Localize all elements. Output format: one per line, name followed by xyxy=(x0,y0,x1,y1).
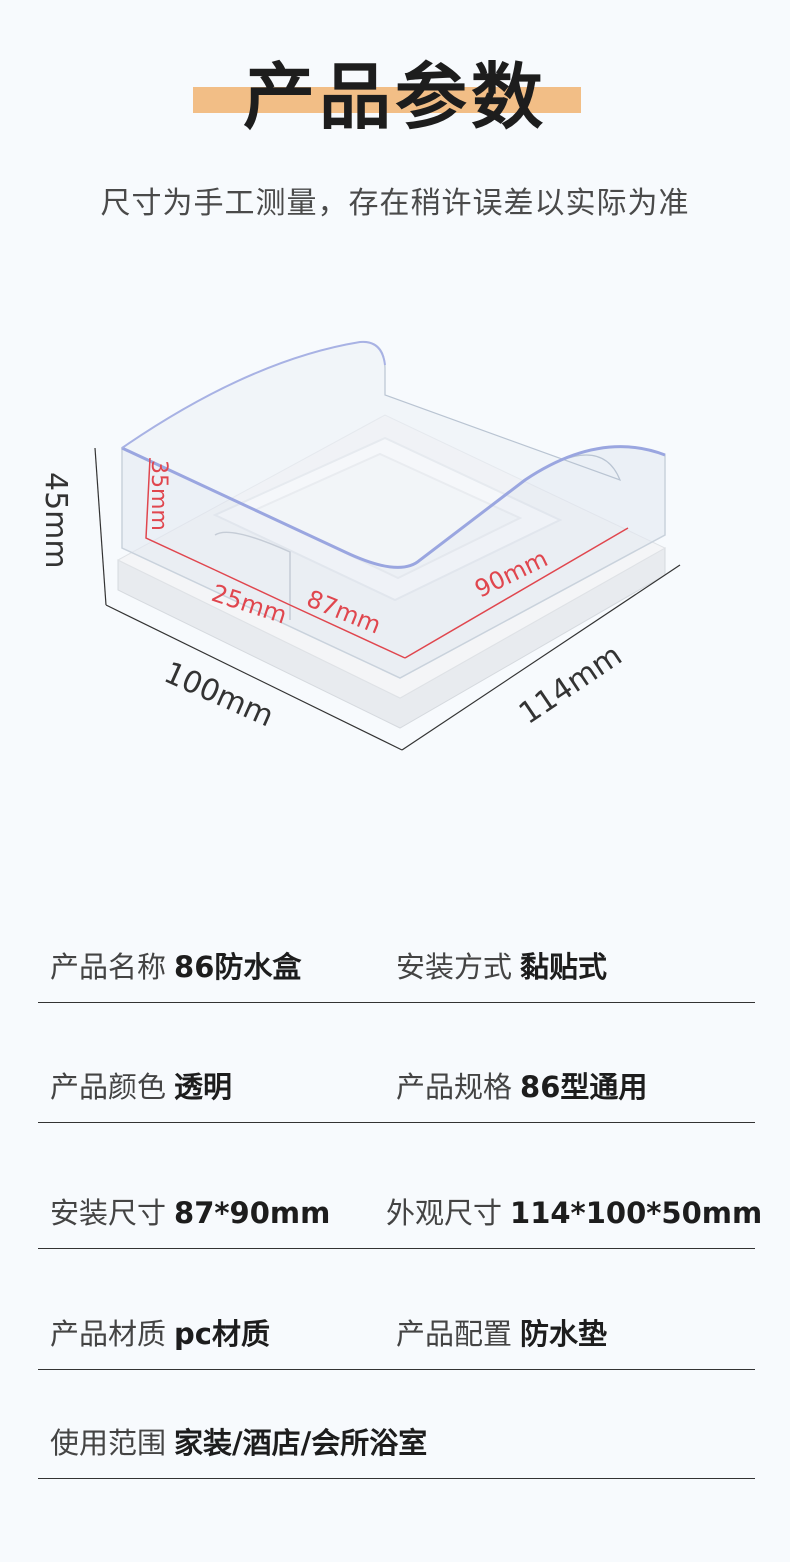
spec-key: 安装尺寸 xyxy=(50,1196,167,1230)
product-diagram: 45mm 100mm 114mm 35mm 25mm 87mm 90mm xyxy=(38,340,681,751)
spec-value: 114*100*50mm xyxy=(510,1196,763,1230)
cover-slot xyxy=(214,531,291,620)
width-label: 100mm xyxy=(159,655,279,734)
spec-value: 87*90mm xyxy=(174,1196,331,1230)
spec-key: 安装方式 xyxy=(396,950,513,984)
title-block: 产品参数 xyxy=(0,30,790,140)
spec-key: 产品材质 xyxy=(50,1317,167,1351)
page-title: 产品参数 xyxy=(242,55,547,139)
opening-dim-line xyxy=(214,569,291,606)
spec-value: 黏贴式 xyxy=(520,950,608,984)
spec-value: 防水垫 xyxy=(520,1317,608,1351)
spec-value: 透明 xyxy=(174,1070,233,1104)
spec-row: 使用范围家装/酒店/会所浴室 xyxy=(38,1398,755,1479)
cover-edge-highlight xyxy=(121,445,666,569)
width-dim-line xyxy=(105,604,403,751)
inner-height-dim xyxy=(145,457,216,571)
inner-height-label: 35mm xyxy=(146,460,171,531)
spec-key: 产品名称 xyxy=(50,950,167,984)
title-accent-bar xyxy=(193,87,581,113)
spec-key: 产品规格 xyxy=(396,1070,513,1104)
spec-value: 86型通用 xyxy=(520,1070,648,1104)
height-dim-line xyxy=(94,447,107,606)
spec-key: 产品颜色 xyxy=(50,1070,167,1104)
inner-width-dim-line xyxy=(289,604,406,659)
height-label: 45mm xyxy=(38,472,73,569)
page-subtitle: 尺寸为手工测量，存在稍许误差以实际为准 xyxy=(100,186,690,221)
spec-value: pc材质 xyxy=(174,1317,270,1351)
spec-value: 家装/酒店/会所浴室 xyxy=(174,1426,428,1460)
spec-key: 外观尺寸 xyxy=(386,1196,503,1230)
cover-top-edge xyxy=(121,340,386,449)
spec-key: 使用范围 xyxy=(50,1426,167,1460)
spec-key: 产品配置 xyxy=(396,1317,513,1351)
depth-dim-line xyxy=(401,564,681,751)
spec-value: 86防水盒 xyxy=(174,950,302,984)
inner-depth-dim-line xyxy=(404,527,629,659)
